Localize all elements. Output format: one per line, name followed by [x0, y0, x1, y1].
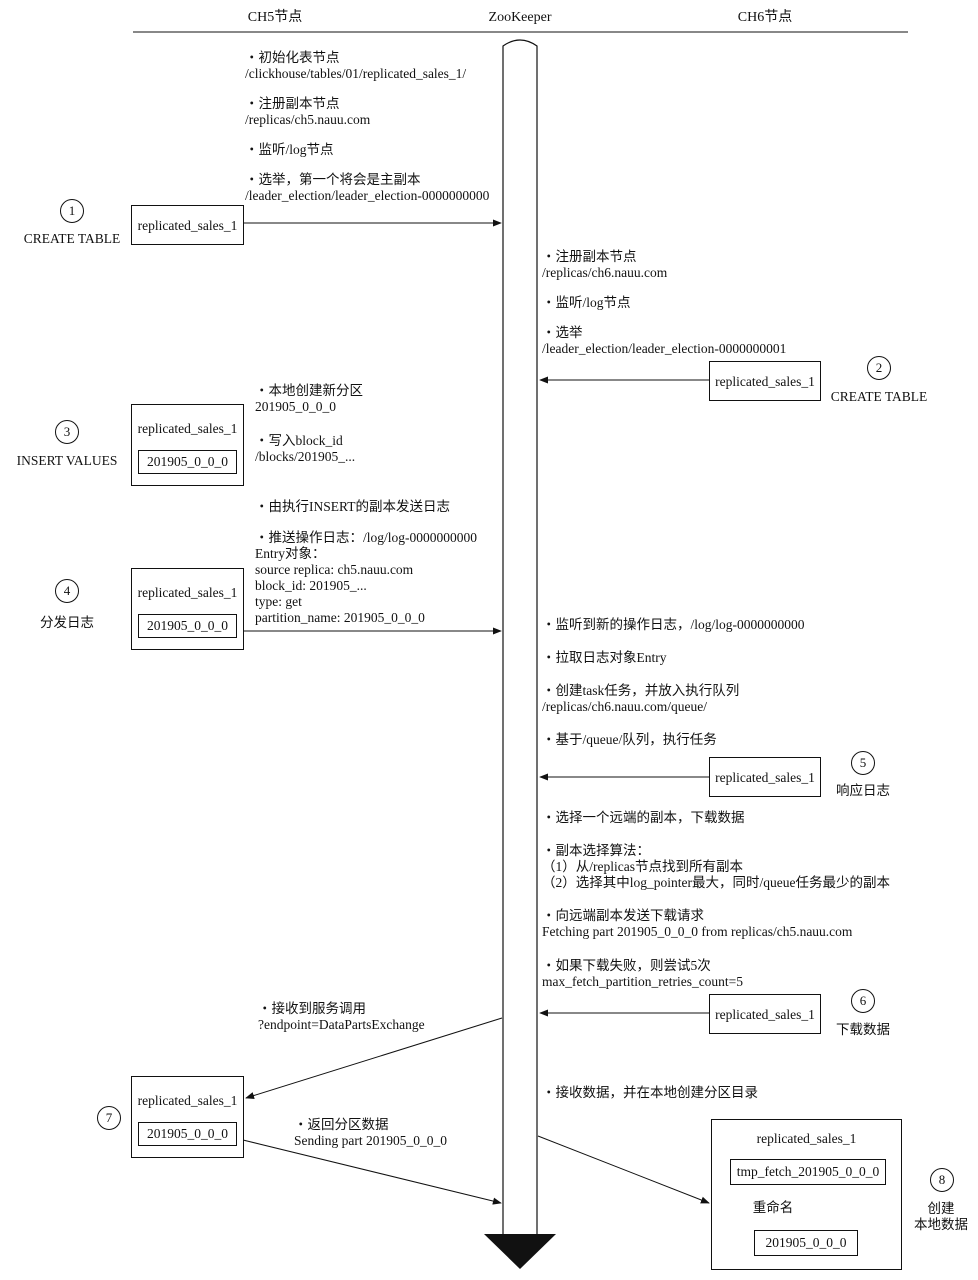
table-name-label: replicated_sales_1	[137, 421, 238, 436]
table-name-label: replicated_sales_1	[137, 218, 238, 233]
ch5-table-box-step4: replicated_sales_1 201905_0_0_0	[131, 568, 244, 650]
arrow-data-to-ch6	[537, 1135, 710, 1204]
partition-box: 201905_0_0_0	[754, 1230, 858, 1256]
rename-label: 重命名	[752, 1200, 794, 1215]
step-4-circle: 4	[55, 579, 79, 603]
note-send-log: ・由执行INSERT的副本发送日志	[255, 499, 450, 514]
arrow-send-part-to-zk	[242, 1139, 502, 1205]
note-retry-fetch: ・如果下载失败，则尝试5次 max_fetch_partition_retrie…	[542, 958, 744, 989]
note-execute-queue: ・基于/queue/队列，执行任务	[542, 732, 717, 747]
step-1-circle: 1	[60, 199, 84, 223]
step-8-label: 创建 本地数据	[914, 1201, 968, 1232]
arrow-service-call-to-ch5	[245, 1017, 503, 1100]
note-create-task: ・创建task任务，并放入执行队列 /replicas/ch6.nauu.com…	[542, 683, 740, 714]
note-leader-election-ch5: ・选举，第一个将会是主副本 /leader_election/leader_el…	[245, 172, 490, 203]
note-receive-service-call: ・接收到服务调用 ?endpoint=DataPartsExchange	[258, 1001, 425, 1032]
table-name-label: replicated_sales_1	[137, 585, 238, 600]
step-3-circle: 3	[55, 420, 79, 444]
header-ch5-node: CH5节点	[247, 10, 303, 25]
partition-box: 201905_0_0_0	[138, 1122, 237, 1146]
partition-box: 201905_0_0_0	[138, 614, 237, 638]
table-name-label: replicated_sales_1	[137, 1093, 238, 1108]
tmp-partition-box: tmp_fetch_201905_0_0_0	[730, 1159, 886, 1185]
note-register-replica-ch5: ・注册副本节点 /replicas/ch5.nauu.com	[245, 96, 371, 127]
step-1-label: CREATE TABLE	[23, 231, 121, 246]
ch6-table-box-step6: replicated_sales_1	[709, 994, 821, 1034]
step-7-circle: 7	[97, 1106, 121, 1130]
zookeeper-lifeline	[502, 39, 538, 1236]
step-5-label: 响应日志	[836, 783, 890, 798]
step-6-circle: 6	[851, 989, 875, 1013]
note-watch-new-log: ・监听到新的操作日志，/log/log-0000000000	[542, 617, 805, 632]
note-pull-entry: ・拉取日志对象Entry	[542, 650, 667, 665]
note-init-table-node: ・初始化表节点 /clickhouse/tables/01/replicated…	[245, 50, 467, 81]
table-name-label: replicated_sales_1	[715, 770, 815, 785]
note-leader-election-ch6: ・选举 /leader_election/leader_election-000…	[542, 325, 787, 356]
table-name-label: replicated_sales_1	[715, 1007, 815, 1022]
note-return-partition-data: ・返回分区数据 Sending part 201905_0_0_0	[294, 1117, 447, 1148]
note-replica-selection-algorithm: ・副本选择算法： （1）从/replicas节点找到所有副本 （2）选择其中lo…	[542, 843, 890, 890]
note-write-block-id: ・写入block_id /blocks/201905_...	[255, 433, 356, 464]
note-watch-log-ch5: ・监听/log节点	[245, 142, 334, 157]
note-watch-log-ch6: ・监听/log节点	[542, 295, 631, 310]
step-6-label: 下载数据	[836, 1022, 890, 1037]
step-4-label: 分发日志	[40, 615, 94, 630]
ch6-local-data-box: replicated_sales_1 tmp_fetch_201905_0_0_…	[711, 1119, 902, 1270]
note-push-log-entry: ・推送操作日志：/log/log-0000000000 Entry对象： sou…	[255, 530, 477, 625]
note-send-fetch-request: ・向远端副本发送下载请求 Fetching part 201905_0_0_0 …	[542, 908, 853, 939]
table-name-label: replicated_sales_1	[756, 1131, 857, 1146]
step-2-circle: 2	[867, 356, 891, 380]
ch5-table-box-step3: replicated_sales_1 201905_0_0_0	[131, 404, 244, 486]
header-zookeeper: ZooKeeper	[488, 10, 552, 25]
table-name-label: replicated_sales_1	[715, 374, 815, 389]
ch6-table-box-step5: replicated_sales_1	[709, 757, 821, 797]
ch5-table-box-step1: replicated_sales_1	[131, 205, 244, 245]
step-8-circle: 8	[930, 1168, 954, 1192]
note-create-partition: ・本地创建新分区 201905_0_0_0	[255, 383, 363, 414]
ch5-table-box-step7: replicated_sales_1 201905_0_0_0	[131, 1076, 244, 1158]
lifeline-arrowhead	[484, 1234, 556, 1269]
note-select-remote-replica: ・选择一个远端的副本，下载数据	[542, 810, 745, 825]
step-3-label: INSERT VALUES	[16, 453, 118, 468]
partition-box: 201905_0_0_0	[138, 450, 237, 474]
note-receive-data: ・接收数据，并在本地创建分区目录	[542, 1085, 758, 1100]
step-5-circle: 5	[851, 751, 875, 775]
ch6-table-box-step2: replicated_sales_1	[709, 361, 821, 401]
header-ch6-node: CH6节点	[737, 10, 793, 25]
step-2-label: CREATE TABLE	[830, 389, 928, 404]
note-register-replica-ch6: ・注册副本节点 /replicas/ch6.nauu.com	[542, 249, 668, 280]
